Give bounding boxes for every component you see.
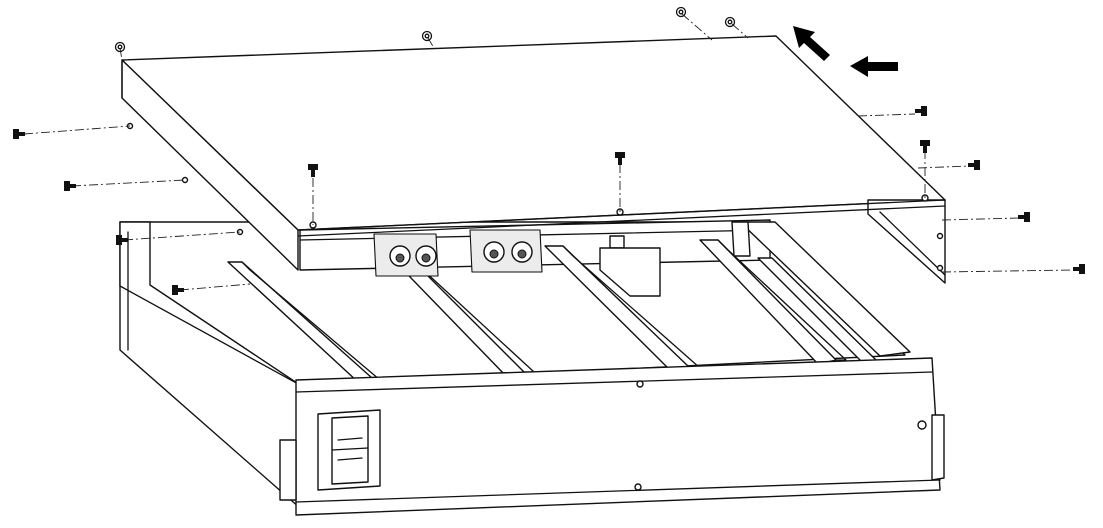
vertical-screws	[308, 140, 930, 177]
connector-left	[373, 233, 439, 277]
washer-icon	[724, 16, 736, 28]
cover-side-hole	[936, 232, 944, 240]
center-bracket	[599, 235, 661, 297]
slide-back-arrow	[793, 26, 830, 61]
front-screw-hole	[636, 380, 644, 388]
cover-side-hole	[936, 264, 944, 272]
rail-4	[699, 239, 847, 365]
screw-icon	[920, 140, 930, 153]
top-cover	[121, 35, 946, 284]
front-screw-hole	[634, 483, 642, 491]
rails	[227, 239, 877, 383]
handle-bracket	[317, 409, 381, 491]
front-screw-hole	[917, 420, 927, 430]
washer-icon	[114, 41, 126, 53]
connector-right	[469, 229, 543, 273]
cover-side-hole	[181, 176, 189, 184]
top-washers	[114, 6, 736, 53]
rear-right-tab	[731, 221, 751, 257]
right-screws	[915, 106, 1085, 274]
screw-icon	[308, 164, 318, 177]
screw-icon	[1018, 212, 1030, 222]
screw-icon	[915, 106, 927, 116]
washer-icon	[675, 6, 687, 18]
screw-icon	[64, 181, 76, 191]
screw-icon	[615, 152, 625, 165]
screw-icon	[13, 129, 25, 139]
washer-icon	[421, 30, 433, 42]
screw-icon	[1073, 264, 1085, 274]
screw-icon	[968, 160, 980, 170]
front-panel	[279, 357, 945, 516]
screw-icon	[172, 285, 184, 295]
left-screws	[13, 129, 184, 295]
centerlines	[23, 13, 1076, 291]
cover-side-hole	[236, 228, 244, 236]
screw-icon	[116, 235, 128, 245]
slide-left-arrow	[850, 56, 898, 77]
